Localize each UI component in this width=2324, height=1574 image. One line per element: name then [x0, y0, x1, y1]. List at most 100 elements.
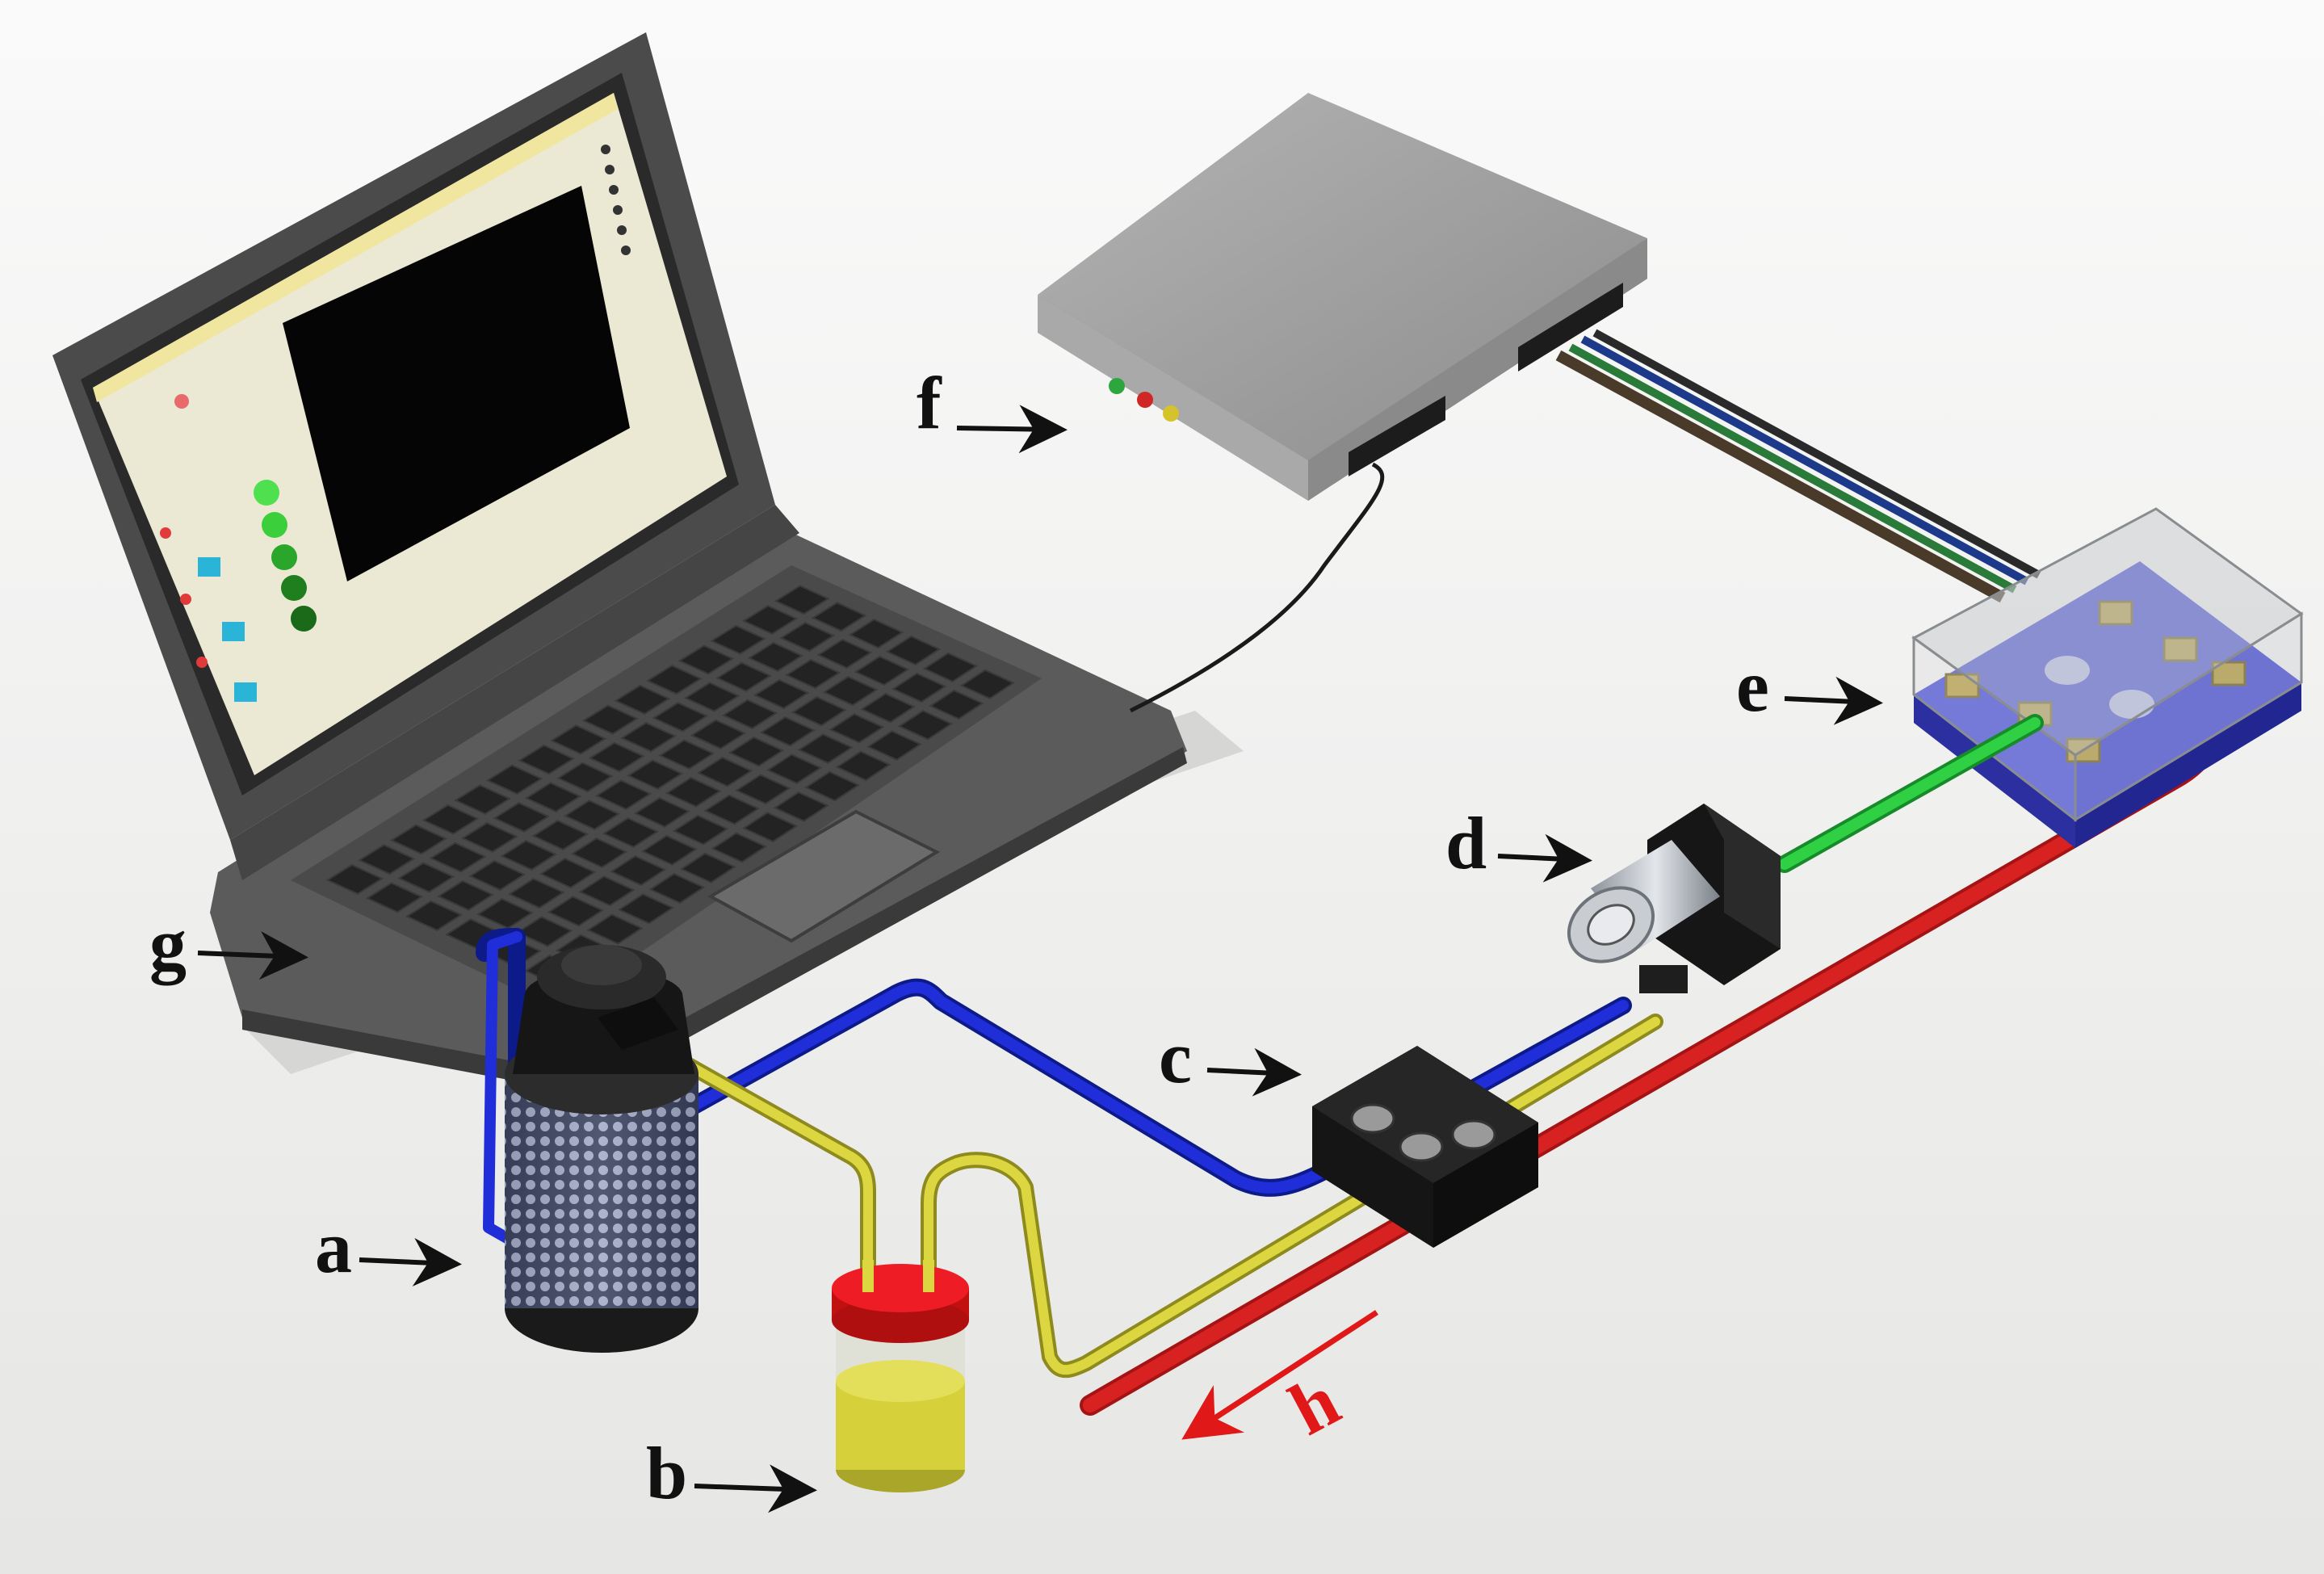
keyboard-keys: [325, 585, 1015, 986]
keyboard-key: [581, 704, 639, 735]
keyboard-key: [835, 750, 891, 782]
keyboard-key: [602, 816, 660, 848]
label-b: b: [646, 1432, 817, 1514]
ribbon-cables: [1555, 329, 2041, 603]
keyboard-key: [897, 710, 954, 741]
keyboard-key: [759, 716, 816, 747]
keyboard-key: [753, 678, 810, 710]
keyboard-key: [614, 684, 671, 716]
keyboard-key: [493, 802, 551, 833]
keyboard-key: [620, 721, 677, 753]
keyboard-key: [672, 814, 729, 846]
keyboard-key: [389, 824, 448, 855]
led-red: [1137, 392, 1153, 408]
keyboard-key: [539, 858, 597, 889]
keyboard-key: [524, 782, 582, 813]
keyboard-key: [679, 852, 736, 884]
keyboard-key: [429, 842, 487, 873]
keyboard-key: [797, 733, 854, 764]
keyboard-key: [690, 719, 747, 750]
keyboard-key: [610, 854, 667, 887]
keyboard-key: [437, 879, 495, 911]
blue-tube: [673, 981, 1629, 1194]
keyboard-key: [773, 791, 829, 822]
keyboard-key: [696, 756, 753, 787]
keyboard-key: [721, 699, 778, 730]
led-yellow: [1163, 405, 1179, 422]
keyboard-key: [588, 741, 645, 773]
keyboard-key: [325, 863, 384, 895]
keyboard-key: [860, 692, 916, 724]
arrow-c: [1206, 1047, 1302, 1097]
keyboard-key: [774, 585, 830, 615]
pump: [1567, 804, 1781, 993]
keyboard-key: [891, 672, 947, 703]
keyboard-key: [652, 702, 709, 732]
label-e-text: e: [1736, 644, 1769, 727]
daq-box: [1038, 93, 1647, 501]
arrow-d: [1497, 833, 1592, 883]
yellow-tubes: [646, 1014, 1663, 1379]
screen-indicators: [160, 394, 317, 702]
blue-tube-canister: [483, 931, 522, 1249]
label-c: c: [1159, 1016, 1302, 1098]
keyboard-key: [563, 800, 621, 831]
keyboard-key: [586, 913, 644, 945]
keyboard-key: [766, 753, 823, 785]
laptop: [52, 32, 1244, 1094]
keyboard-key: [816, 638, 873, 669]
manifold-valve: [1312, 1046, 1538, 1248]
keyboard-key: [531, 820, 589, 850]
label-f: f: [917, 362, 1068, 454]
keyboard-key: [885, 635, 942, 666]
keyboard-key: [468, 859, 526, 891]
sensor-chamber: [1911, 507, 2304, 848]
label-g-text: g: [149, 903, 187, 985]
keyboard-key: [617, 893, 674, 925]
label-a-text: a: [315, 1206, 352, 1288]
keyboard-key: [735, 774, 791, 805]
daq-port-1: [1349, 396, 1445, 476]
label-e: e: [1736, 644, 1883, 727]
label-b-text: b: [646, 1432, 687, 1514]
keyboard-key: [785, 658, 841, 690]
keyboard-key: [715, 661, 772, 692]
keyboard-key: [741, 605, 799, 636]
label-d-text: d: [1445, 802, 1487, 884]
keyboard-key: [476, 898, 534, 930]
keyboard-key: [848, 619, 904, 649]
keyboard-key: [507, 878, 565, 909]
keyboard-key: [866, 730, 922, 761]
keyboard-key: [460, 821, 518, 853]
sample-bottle: [832, 1260, 969, 1492]
keyboard-key: [710, 624, 766, 655]
filter-canister: [505, 945, 698, 1353]
keyboard-key: [633, 796, 690, 828]
keyboard-key: [811, 602, 867, 632]
keyboard-key: [640, 834, 698, 866]
keyboard-key: [822, 675, 879, 707]
keyboard-key: [595, 779, 652, 811]
label-a: a: [315, 1206, 462, 1288]
led-green: [1109, 378, 1125, 394]
keyboard-key: [518, 744, 575, 775]
keyboard-key: [627, 759, 684, 791]
keyboard-key: [922, 652, 979, 682]
keyboard-key: [779, 621, 836, 653]
keyboard-key: [658, 739, 715, 770]
keyboard-key: [804, 770, 861, 802]
arrow-f: [956, 405, 1068, 454]
keyboard-key: [485, 764, 543, 795]
label-f-text: f: [917, 362, 942, 444]
keyboard-key: [645, 665, 703, 695]
usb-cable: [1129, 462, 1385, 713]
arrow-e: [1784, 676, 1883, 725]
screen-plot-area: [283, 186, 630, 581]
keyboard-key: [365, 882, 424, 913]
keyboard-key: [578, 875, 636, 907]
trackpad: [707, 809, 941, 943]
keyboard-key: [500, 839, 558, 871]
green-tube: [1779, 717, 2041, 870]
keyboard-key: [547, 896, 605, 927]
arrow-a: [359, 1237, 462, 1286]
